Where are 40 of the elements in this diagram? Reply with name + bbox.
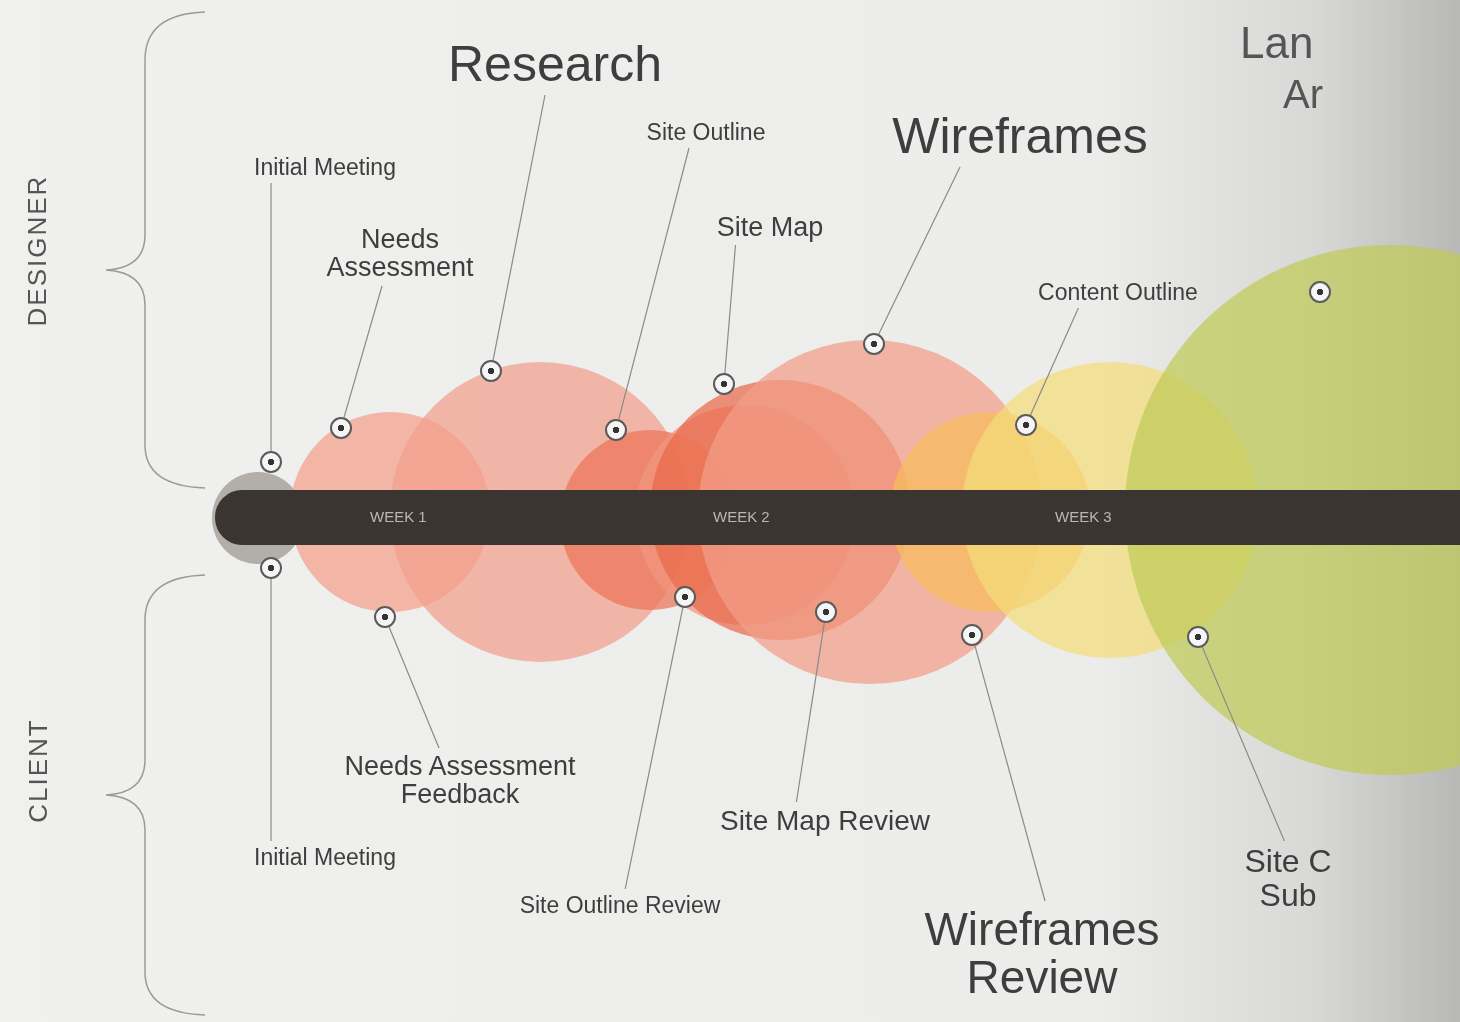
task-label: Site Map [695, 213, 845, 242]
leader-line [270, 182, 272, 452]
leader-line [1201, 646, 1285, 842]
leader-line [343, 285, 383, 419]
side-label: CLIENT [22, 717, 54, 823]
phase-heading: Wireframes [870, 110, 1170, 163]
task-label: Site Outline Review [490, 893, 750, 918]
week-label: WEEK 2 [713, 508, 770, 525]
marker-dot [863, 333, 885, 355]
task-label: Initial Meeting [225, 845, 425, 870]
task-label: Needs Assessment Feedback [310, 752, 610, 809]
task-label: Site Map Review [695, 806, 955, 836]
marker-dot [330, 417, 352, 439]
task-label: Initial Meeting [225, 155, 425, 180]
task-label: Site C Sub [1228, 845, 1348, 913]
leader-line [492, 94, 546, 361]
marker-dot [260, 557, 282, 579]
leader-line [624, 607, 684, 890]
side-label: DESIGNER [22, 174, 54, 326]
phase-heading: Research [430, 38, 680, 91]
task-label: Site Outline [621, 120, 791, 145]
marker-dot [713, 373, 735, 395]
task-label: Needs Assessment [300, 225, 500, 282]
leader-line [618, 147, 690, 420]
week-label: WEEK 3 [1055, 508, 1112, 525]
leader-line [795, 622, 825, 803]
phase-heading: Wireframes Review [892, 905, 1192, 1002]
leader-line [270, 578, 272, 842]
leader-line [388, 626, 440, 749]
page-edge-text: Ar [1283, 72, 1323, 117]
task-label: Content Outline [1008, 280, 1228, 305]
page-edge-text: Lan [1240, 18, 1314, 68]
marker-dot [480, 360, 502, 382]
leader-line [1029, 307, 1079, 416]
week-label: WEEK 1 [370, 508, 427, 525]
leader-line [878, 166, 961, 335]
marker-dot [374, 606, 396, 628]
marker-dot [260, 451, 282, 473]
leader-line [974, 645, 1046, 902]
leader-line [724, 244, 737, 374]
